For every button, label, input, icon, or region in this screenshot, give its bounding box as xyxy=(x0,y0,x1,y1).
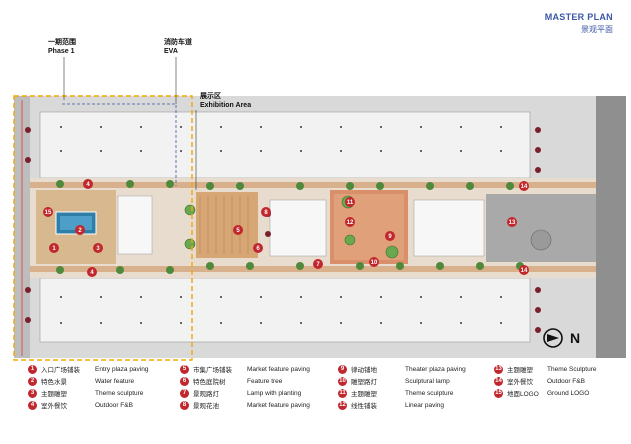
svg-text:10: 10 xyxy=(371,260,378,266)
marker-12: 12 xyxy=(345,217,355,227)
svg-text:14: 14 xyxy=(521,184,528,190)
market-plaza xyxy=(196,192,258,258)
phase1-cn: 一期范围 xyxy=(48,39,76,46)
marker-15: 15 xyxy=(43,207,53,217)
svg-text:7: 7 xyxy=(316,262,320,268)
tree-row-north xyxy=(56,180,514,190)
marker-4b: 4 xyxy=(87,267,97,277)
marker-3: 3 xyxy=(93,243,103,253)
svg-text:3: 3 xyxy=(96,246,100,252)
side-street xyxy=(596,96,626,358)
exhibition-callout: 展示区 Exhibition Area xyxy=(200,92,251,110)
svg-text:8: 8 xyxy=(264,210,268,216)
kiosk-building-2 xyxy=(269,199,327,257)
kiosk-building-3 xyxy=(413,199,485,257)
svg-text:9: 9 xyxy=(388,234,392,240)
east-plaza-paving xyxy=(486,194,596,262)
marker-4a: 4 xyxy=(83,179,93,189)
svg-text:1: 1 xyxy=(52,246,56,252)
eva-route xyxy=(62,103,177,186)
svg-text:N: N xyxy=(570,330,580,346)
marker-14a: 14 xyxy=(519,181,529,191)
east-sculpture-circle xyxy=(530,229,552,251)
svg-text:13: 13 xyxy=(509,220,516,226)
marker-2: 2 xyxy=(75,225,85,235)
marker-6: 6 xyxy=(253,243,263,253)
svg-text:12: 12 xyxy=(347,220,354,226)
exhibition-cn: 展示区 xyxy=(200,93,221,100)
marker-1: 1 xyxy=(49,243,59,253)
phase1-boundary xyxy=(13,95,193,361)
eva-callout: 消防车道 EVA xyxy=(164,38,192,56)
market-plaza-decking xyxy=(199,196,249,254)
title-chinese: 景观平面 xyxy=(581,25,613,34)
svg-text:14: 14 xyxy=(521,268,528,274)
svg-text:15: 15 xyxy=(45,210,52,216)
building-block-south xyxy=(39,277,531,343)
water-feature-inner xyxy=(60,216,92,230)
marker-13: 13 xyxy=(507,217,517,227)
tree-row-south xyxy=(56,262,524,274)
marker-5: 5 xyxy=(233,225,243,235)
svg-text:11: 11 xyxy=(347,200,354,206)
marker-7: 7 xyxy=(313,259,323,269)
north-arrow-icon: N xyxy=(543,328,580,348)
svg-text:4: 4 xyxy=(90,270,94,276)
svg-text:6: 6 xyxy=(256,246,260,252)
marker-9: 9 xyxy=(385,231,395,241)
kiosk-building-1 xyxy=(117,195,153,255)
marker-14b: 14 xyxy=(519,265,529,275)
svg-text:2: 2 xyxy=(78,228,82,234)
structure-grid-south xyxy=(60,296,502,324)
marker-10: 10 xyxy=(369,257,379,267)
building-block-north xyxy=(39,111,531,179)
south-linear-paving xyxy=(30,266,596,272)
plan-markers: 1 2 3 4 4 5 6 7 8 9 10 11 12 13 14 14 15 xyxy=(43,179,529,277)
svg-text:5: 5 xyxy=(236,228,240,234)
marker-8: 8 xyxy=(261,207,271,217)
structure-grid-north xyxy=(60,126,502,152)
planter-dots xyxy=(25,127,541,333)
title-english: MASTER PLAN xyxy=(544,12,613,22)
marker-11: 11 xyxy=(345,197,355,207)
north-linear-paving xyxy=(30,182,596,188)
svg-text:4: 4 xyxy=(86,182,90,188)
eva-en: EVA xyxy=(164,48,178,55)
eva-cn: 消防车道 xyxy=(164,39,192,46)
phase1-callout: 一期范围 Phase 1 xyxy=(48,38,76,56)
exhibition-en: Exhibition Area xyxy=(200,102,252,109)
phase1-en: Phase 1 xyxy=(48,48,75,55)
